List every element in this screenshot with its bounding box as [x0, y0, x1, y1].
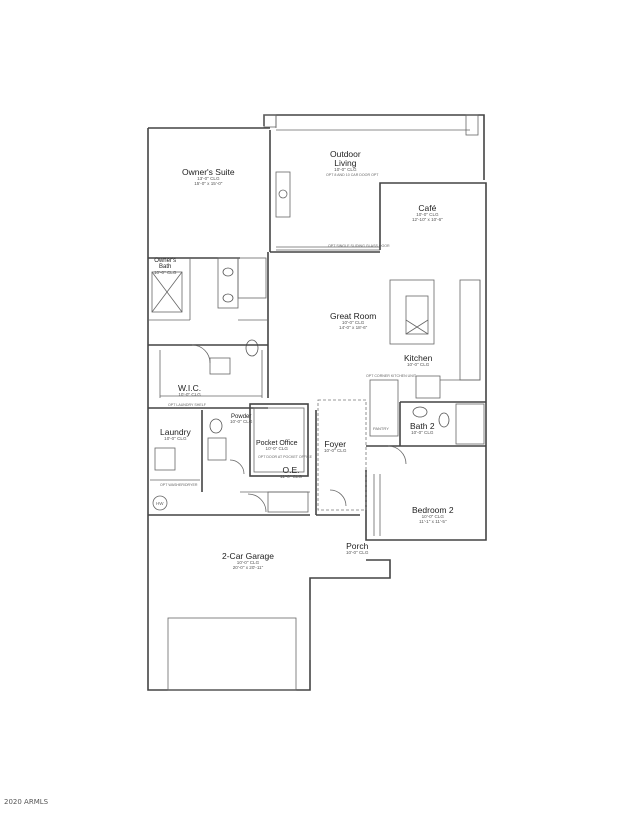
room-name: Café — [418, 203, 437, 213]
room-name: Pocket Office — [256, 440, 298, 447]
outdoor-living-area — [263, 114, 485, 251]
room-outdoor-living: Outdoor Living 10'-0" CLG — [330, 150, 361, 173]
room-ceiling: 10'-0" CLG — [324, 447, 347, 453]
room-ceiling: 10'-0" CLG — [178, 391, 201, 397]
note-kitchen-option: OPT CORNER KITCHEN UNIT — [366, 374, 417, 378]
interior-walls — [148, 252, 486, 691]
room-wic: W.I.C. 10'-0" CLG — [178, 384, 201, 398]
note-wic-option: OPT LAUNDRY SHELF — [168, 403, 206, 407]
room-name: Kitchen — [404, 353, 433, 363]
pantry-label: PANTRY — [373, 426, 389, 431]
room-kitchen: Kitchen 10'-0" CLG — [404, 354, 432, 368]
room-dimensions: 20'-0" x 20'-11" — [232, 564, 264, 570]
exterior-walls — [147, 127, 487, 691]
room-name: Foyer — [324, 439, 347, 449]
room-ceiling: 11'-0" CLG — [280, 473, 303, 479]
room-name: W.I.C. — [178, 383, 202, 393]
room-owners-bath: Owner's Bath 10'-0" CLG — [154, 258, 176, 275]
room-dimensions: 12'-10" x 10'-6" — [412, 216, 443, 222]
room-bath-2: Bath 2 10'-0" CLG — [410, 422, 435, 436]
room-ceiling: 10'-0" CLG — [230, 419, 253, 425]
room-ceiling: 10'-0" CLG — [416, 211, 439, 217]
room-name: Bedroom 2 — [412, 505, 454, 515]
room-ceiling: 10'-0" CLG — [406, 361, 430, 367]
room-foyer: Foyer 10'-0" CLG — [324, 440, 346, 454]
room-ceiling: 10'-0" CLG — [236, 559, 260, 565]
room-cafe: Café 10'-0" CLG 12'-10" x 10'-6" — [412, 204, 443, 223]
note-office-option: OPT DOOR AT POCKET OFFICE — [258, 455, 313, 459]
room-name: Owner's Bath — [154, 258, 177, 271]
room-porch: Porch 10'-0" CLG — [346, 542, 368, 556]
room-name: O.E. — [282, 465, 300, 475]
room-ceiling: 10'-0" CLG — [164, 435, 187, 441]
room-name: Outdoor Living — [330, 149, 361, 168]
room-ceiling: 10'-0" CLG — [334, 166, 357, 172]
room-dimensions: 14'-0" x 18'-6" — [339, 324, 368, 330]
room-dimensions: 11'-1" x 11'-5" — [419, 518, 447, 524]
room-pocket-office: Pocket Office 10'-0" CLG — [256, 440, 298, 452]
room-ceiling: 10'-0" CLG — [154, 269, 177, 275]
room-name: 2-Car Garage — [222, 551, 274, 561]
room-name: Great Room — [330, 311, 377, 321]
room-ceiling: 10'-0" CLG — [265, 446, 288, 452]
room-ceiling: 10'-0" CLG — [341, 319, 365, 325]
room-name: Powder — [231, 414, 252, 420]
door-swings — [191, 344, 407, 513]
room-dimensions: 15'-0" x 15'-0" — [194, 180, 223, 186]
room-owners-suite: Owner's Suite 13'-0" CLG 15'-0" x 15'-0" — [182, 168, 235, 187]
note-outdoor-option: OPT 8 AND 10 CAR DOOR OPT — [326, 173, 379, 177]
room-garage: 2-Car Garage 10'-0" CLG 20'-0" x 20'-11" — [222, 552, 274, 571]
room-name: Porch — [346, 541, 369, 551]
room-ceiling: 10'-0" CLG — [346, 549, 369, 555]
room-name: Laundry — [160, 427, 191, 437]
room-ceiling: 10'-0" CLG — [411, 429, 434, 435]
water-heater-label: HW — [156, 501, 164, 506]
note-slider-option: OPT SINGLE SLIDING GLASS DOOR — [328, 244, 390, 248]
room-name: Bath 2 — [410, 421, 435, 431]
room-ceiling: 10'-0" CLG — [421, 513, 445, 519]
watermark: 2020 ARMLS — [4, 798, 49, 806]
room-powder: Powder 10'-0" CLG — [230, 414, 252, 425]
room-laundry: Laundry 10'-0" CLG — [160, 428, 191, 442]
room-ceiling: 13'-0" CLG — [197, 175, 220, 181]
room-oe: O.E. 11'-0" CLG — [280, 466, 302, 480]
room-great-room: Great Room 10'-0" CLG 14'-0" x 18'-6" — [330, 312, 376, 331]
room-bedroom-2: Bedroom 2 10'-0" CLG 11'-1" x 11'-5" — [412, 506, 454, 525]
room-name: Owner's Suite — [182, 167, 235, 177]
note-laundry-option: OPT WASHER/DRYER — [160, 483, 198, 487]
